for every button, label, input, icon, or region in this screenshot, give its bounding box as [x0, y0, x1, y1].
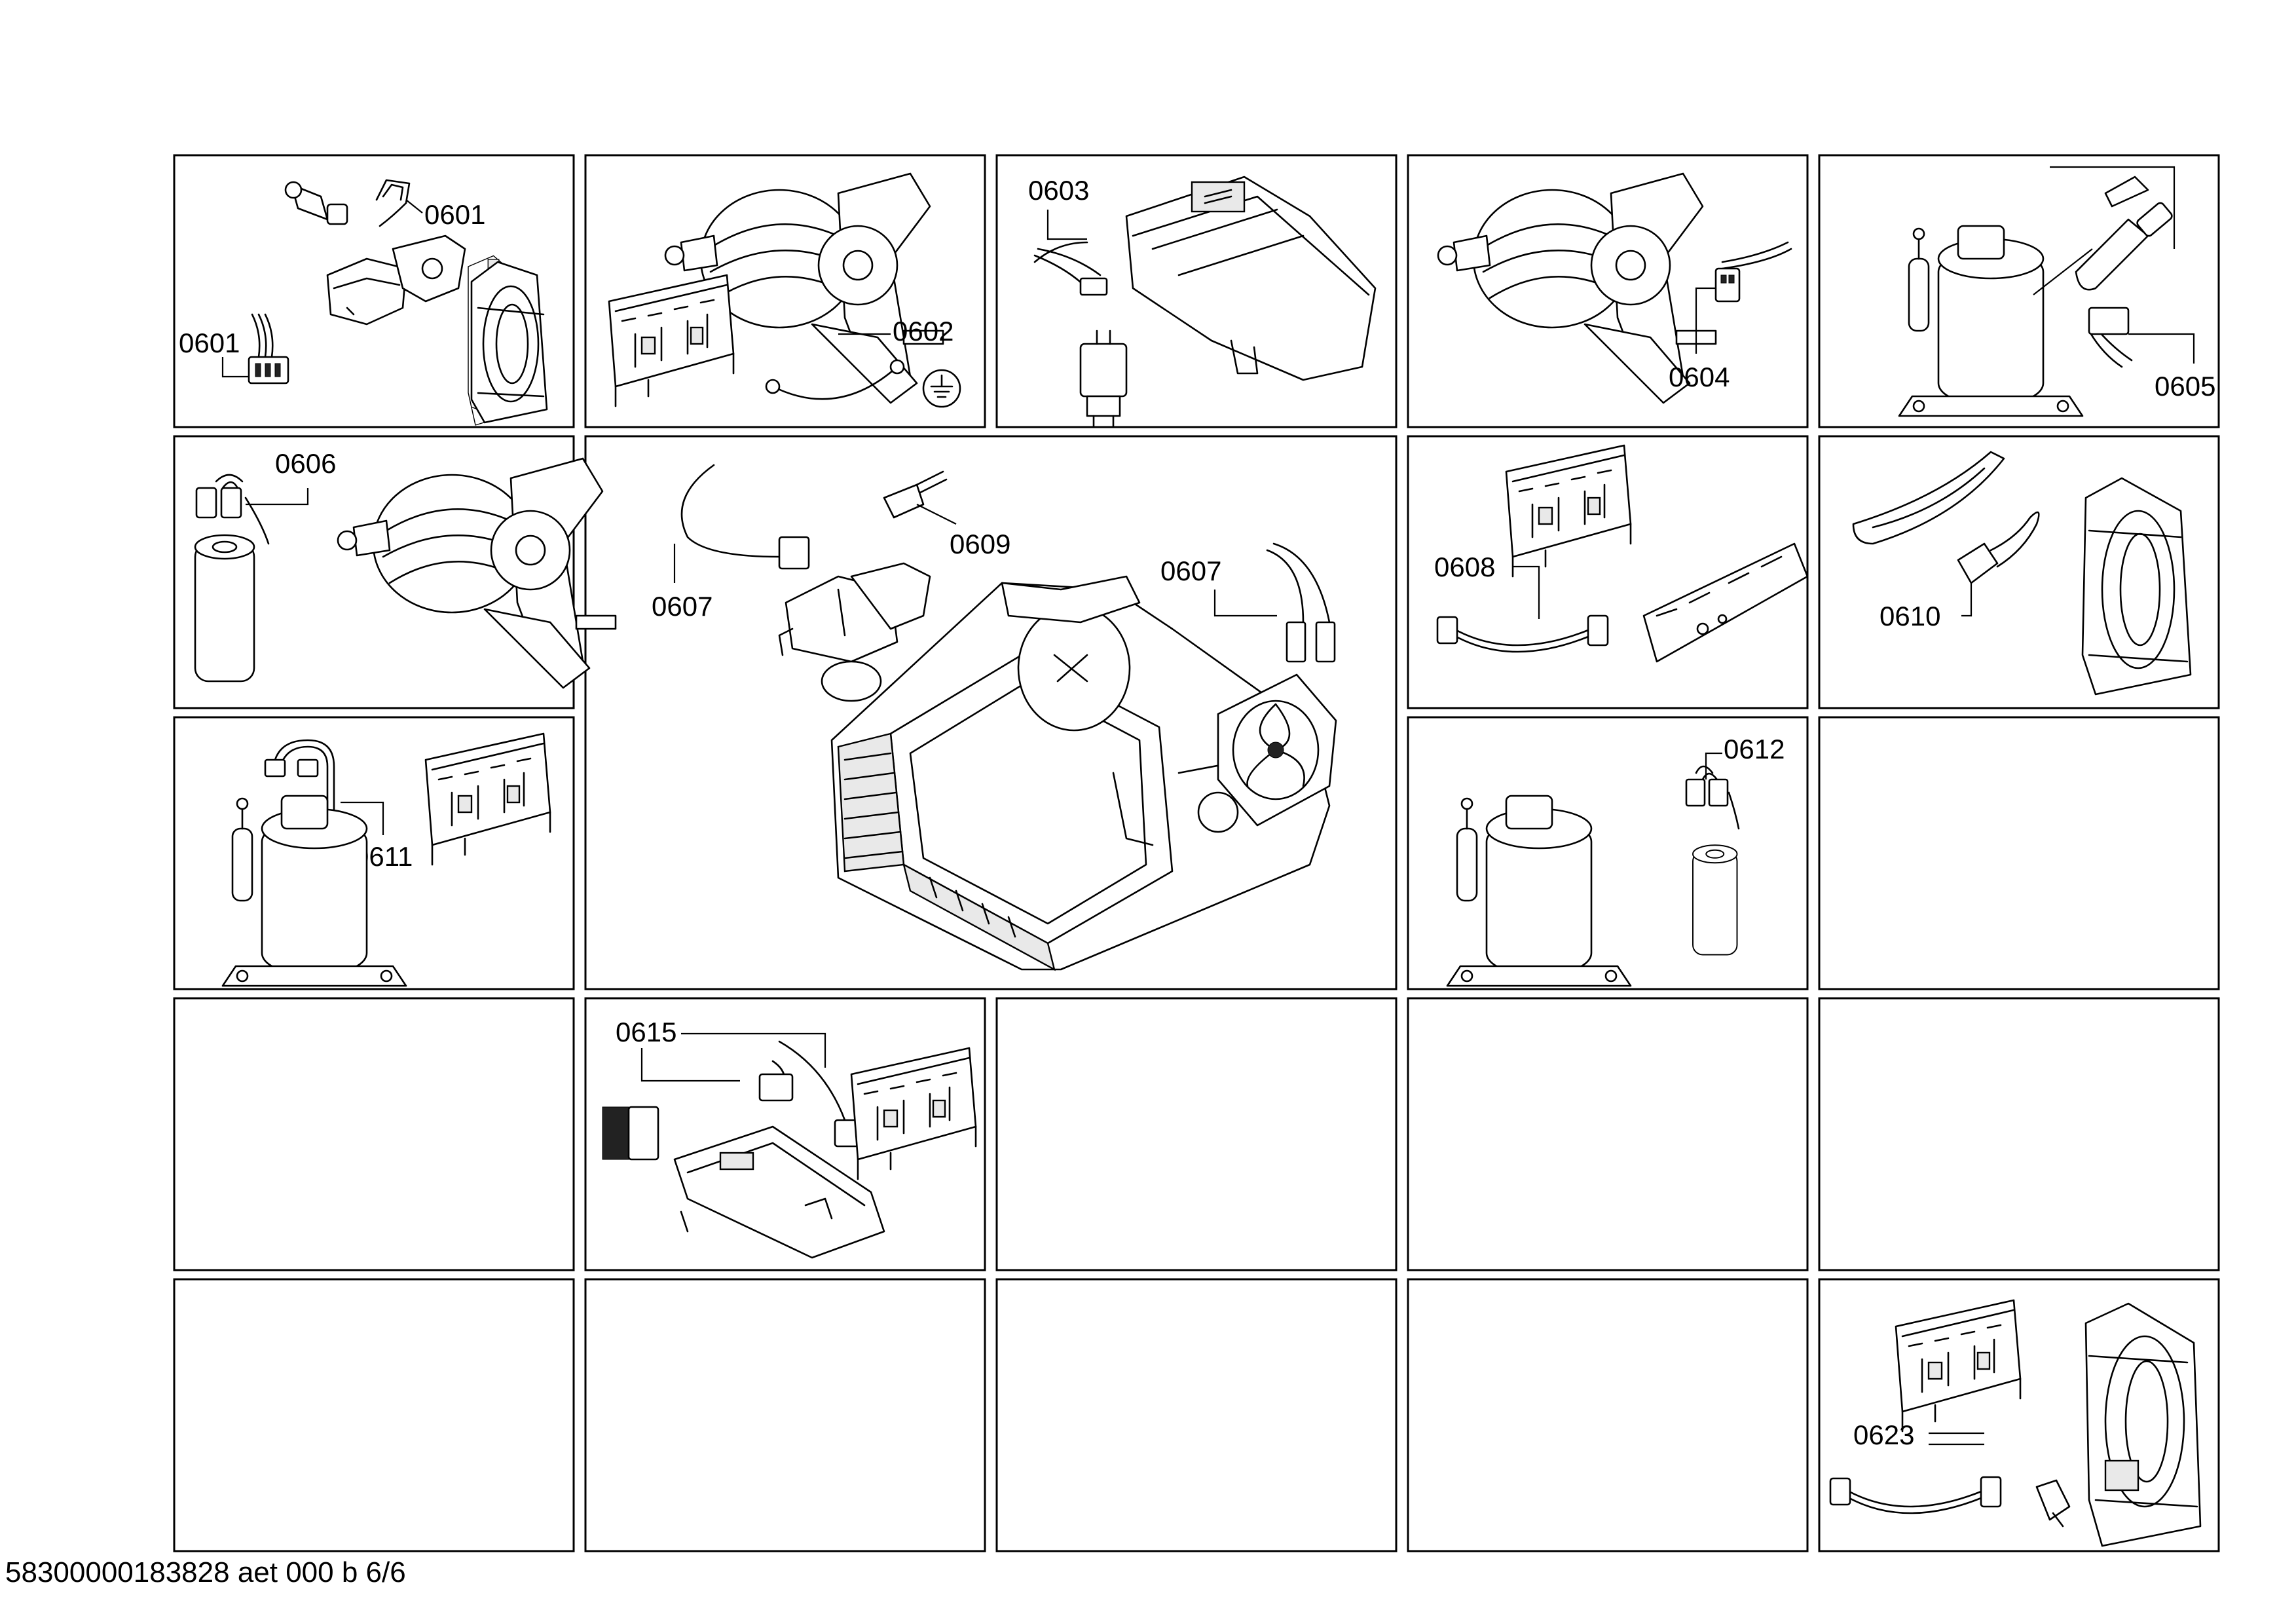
part-thermostat — [1079, 329, 1128, 427]
panel-r5c1 — [173, 1278, 575, 1552]
panel-r4c5 — [1818, 997, 2220, 1271]
panel-r5c3 — [995, 1278, 1398, 1552]
part-base-frame — [830, 575, 1331, 971]
leader-0604 — [1695, 287, 1716, 354]
leader-0607-right — [1213, 590, 1277, 617]
leader-0608 — [1513, 565, 1540, 619]
part-valve-assembly — [778, 562, 931, 702]
earth-symbol-icon — [922, 369, 961, 408]
part-plug-0612 — [1685, 765, 1740, 830]
panel-r4c3 — [995, 997, 1398, 1271]
part-sensor-small — [284, 181, 348, 225]
leader-0611 — [341, 801, 384, 835]
leader-0601b — [221, 357, 249, 378]
part-door-frame-r5c5 — [2084, 1302, 2202, 1547]
label-0615: 0615 — [616, 1017, 676, 1047]
label-0609: 0609 — [950, 529, 1010, 559]
part-wire-connector-0601-left — [248, 313, 289, 385]
panel-r5c4 — [1407, 1278, 1809, 1552]
part-wire-0603 — [1033, 241, 1108, 296]
label-0610: 0610 — [1879, 601, 1940, 631]
label-0604: 0604 — [1669, 362, 1730, 392]
part-sensor-r5c5 — [2035, 1479, 2071, 1528]
part-door-frame-r2c5 — [2081, 477, 2192, 696]
label-0607-right: 0607 — [1160, 555, 1221, 586]
part-plug-0605 — [2088, 307, 2133, 368]
part-plug-0606 — [195, 474, 270, 545]
label-0607-left: 0607 — [652, 591, 713, 622]
part-cable-0607-right — [1266, 542, 1336, 663]
part-sensor-probe — [2075, 202, 2173, 291]
panel-r3c5 — [1818, 716, 2220, 990]
part-heater-housing — [1125, 176, 1377, 381]
part-probe-tip — [2104, 176, 2149, 208]
leader-0609 — [916, 504, 957, 525]
label-0601-top: 0601 — [424, 199, 485, 230]
leader-0605 — [2128, 333, 2195, 364]
label-0623: 0623 — [1853, 1419, 1914, 1450]
part-door-frame-r1c1-draw — [470, 261, 548, 424]
leader-0615 — [640, 1032, 826, 1082]
leader-0606 — [246, 488, 309, 506]
part-sensor-0609 — [883, 470, 948, 519]
part-fan — [1217, 673, 1337, 827]
leader-0623 — [1929, 1432, 1984, 1446]
panel-r5c2 — [584, 1278, 986, 1552]
part-display-board — [1642, 542, 1809, 663]
part-wiring-0611 — [264, 739, 335, 814]
label-0612: 0612 — [1724, 734, 1785, 764]
part-thermal-fuse-0610 — [1957, 511, 2040, 584]
callout-line-probe — [2033, 166, 2176, 295]
leader-0603 — [1046, 210, 1087, 240]
part-control-module — [673, 1125, 885, 1259]
panel-r4c4 — [1407, 997, 1809, 1271]
part-capacitor-r2c1 — [194, 534, 255, 683]
label-0602: 0602 — [893, 316, 954, 347]
part-connector-0604 — [1714, 241, 1792, 303]
label-0608: 0608 — [1434, 552, 1495, 582]
document-code: 58300000183828 aet 000 b 6/6 — [5, 1556, 406, 1588]
part-cable-0607-left — [680, 464, 810, 570]
part-lock-assembly — [326, 235, 466, 326]
part-earth-lead-0602 — [765, 359, 905, 400]
leader-0612 — [1705, 752, 1722, 779]
part-connector-0601-top — [375, 179, 411, 227]
label-0603: 0603 — [1028, 175, 1089, 206]
leader-0601a — [405, 199, 423, 214]
label-0605: 0605 — [2155, 371, 2215, 402]
leader-0610 — [1961, 583, 1972, 617]
part-capacitor-r3c4 — [1692, 844, 1738, 956]
label-0601-left: 0601 — [179, 328, 240, 358]
label-0606: 0606 — [275, 448, 336, 479]
panel-r4c1 — [173, 997, 575, 1271]
part-heater-element — [1852, 451, 2005, 545]
